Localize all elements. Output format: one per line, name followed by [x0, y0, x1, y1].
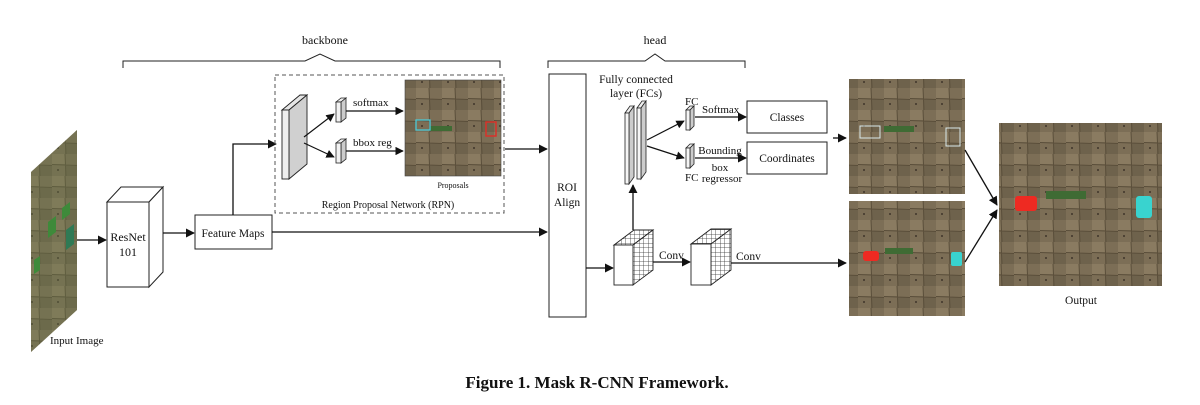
arrow-slab-bbox	[303, 142, 335, 158]
rpn-bbox-reg-label: bbox reg	[353, 137, 392, 149]
backbone-brace	[122, 53, 501, 68]
proposals-image	[404, 79, 502, 177]
conv-cube-2	[689, 228, 733, 286]
classes-label: Classes	[770, 112, 805, 124]
resnet-label-line2: 101	[119, 245, 137, 259]
coordinates-box	[746, 141, 828, 175]
resnet-block	[105, 185, 165, 289]
conv2-label: Conv	[736, 251, 761, 263]
roi-align-label-line2: Align	[554, 197, 580, 209]
output-image	[999, 123, 1162, 286]
head-brace	[547, 53, 746, 68]
rpn-conv-slab	[280, 94, 309, 180]
feature-maps-label: Feature Maps	[202, 228, 265, 240]
roi-align-label-line1: ROI	[557, 182, 577, 194]
bounding-label-line2: box	[712, 162, 729, 174]
proposals-label: Proposals	[437, 181, 468, 190]
mask-image	[849, 201, 965, 316]
fc-bottom-label: FC	[685, 172, 698, 184]
resnet-label-line1: ResNet	[110, 230, 146, 244]
head-label: head	[644, 33, 667, 47]
arrow-fc-top	[646, 120, 685, 141]
figure-caption: Figure 1. Mask R-CNN Framework.	[465, 373, 728, 392]
roi-align-box	[548, 73, 587, 318]
coordinates-label: Coordinates	[759, 153, 815, 165]
fc-slab-1	[624, 104, 635, 186]
output-label: Output	[1065, 295, 1098, 307]
rpn-softmax-label: softmax	[353, 97, 389, 109]
feature-maps-box	[194, 214, 273, 250]
fc-top-block	[685, 105, 695, 131]
input-image-label: Input Image	[50, 335, 104, 347]
fc-layer-label-line2: layer (FCs)	[610, 88, 662, 100]
fc-bottom-block	[685, 143, 695, 169]
rpn-region	[274, 74, 505, 214]
input-image	[31, 130, 77, 352]
arrow-detection-output	[964, 149, 998, 206]
fc-top-label: FC	[685, 96, 698, 108]
classes-box	[746, 100, 828, 134]
arrow-fc-bottom	[646, 145, 685, 160]
arrow-mask-output	[964, 209, 998, 263]
bounding-label-line1: Bounding	[698, 145, 742, 157]
rpn-label: Region Proposal Network (RPN)	[322, 200, 455, 211]
conv1-label: Conv	[659, 250, 684, 262]
rpn-bbox-block	[334, 138, 348, 164]
arrow-slab-softmax	[303, 113, 335, 138]
conv-cube-1	[612, 229, 655, 286]
bounding-label-line3: regressor	[702, 173, 743, 185]
backbone-label: backbone	[302, 33, 348, 47]
fc-layer-label-line1: Fully connected	[599, 74, 673, 86]
arrow-featuremaps-rpn	[232, 139, 277, 215]
rpn-softmax-block	[334, 97, 348, 123]
softmax-head-label: Softmax	[702, 104, 740, 116]
detection-image	[849, 79, 965, 194]
fc-slab-2	[636, 99, 647, 181]
